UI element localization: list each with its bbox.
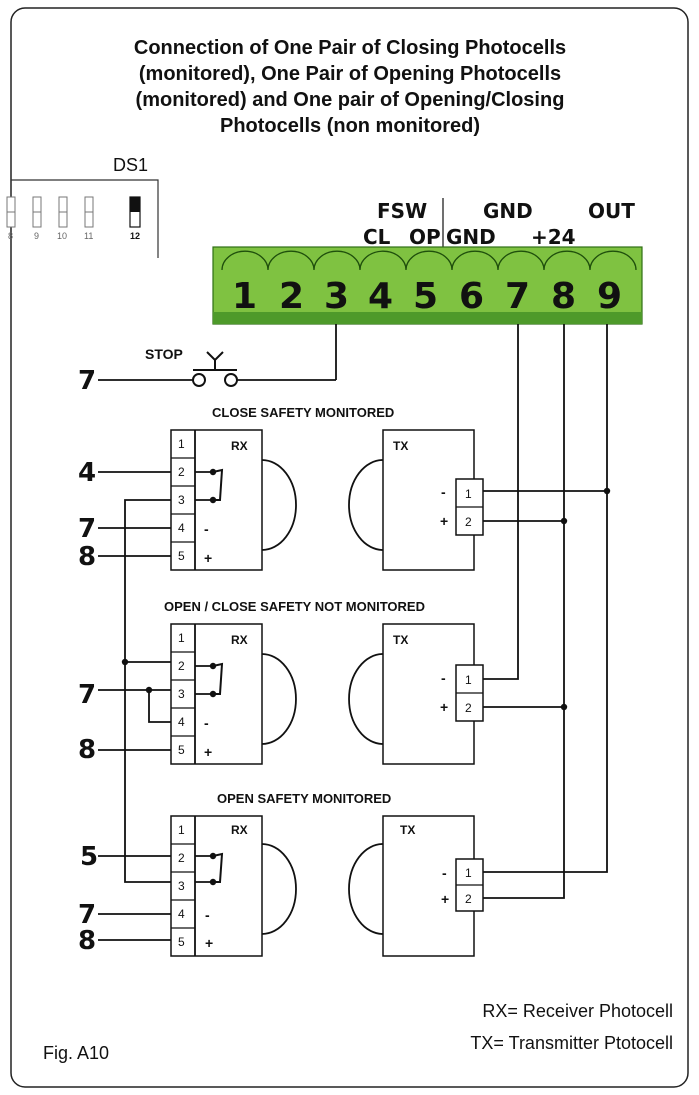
tx-close-safety: TX 1 2 - +: [348, 429, 484, 571]
terminal-6: 6: [459, 276, 484, 317]
svg-text:-: -: [441, 670, 446, 686]
svg-text:RX: RX: [231, 633, 248, 647]
svg-text:+: +: [441, 891, 449, 907]
stop-button-symbol: STOP 7: [78, 324, 337, 396]
title-line-2: (monitored), One Pair of Opening Photoce…: [139, 63, 561, 85]
svg-text:5: 5: [178, 935, 185, 949]
sec2-side-8: 8: [78, 735, 96, 765]
svg-text:3: 3: [178, 879, 185, 893]
dip-switch-11: [84, 196, 94, 228]
tx-label: TX: [393, 439, 408, 453]
label-gnd-b: GND: [446, 225, 496, 249]
svg-text:-: -: [441, 484, 446, 500]
terminal-2: 2: [279, 276, 304, 317]
svg-text:1: 1: [465, 866, 472, 880]
terminal-1: 1: [232, 276, 257, 317]
section-title-open: OPEN SAFETY MONITORED: [217, 791, 391, 806]
dip-switch-label: DS1: [113, 155, 148, 175]
svg-text:TX: TX: [400, 823, 415, 837]
dip-num-8: 8: [8, 231, 13, 241]
svg-text:3: 3: [178, 687, 185, 701]
svg-text:5: 5: [178, 743, 185, 757]
svg-text:1: 1: [465, 487, 472, 501]
dip-num-9: 9: [34, 231, 39, 241]
svg-text:+: +: [440, 513, 448, 529]
stop-side-number: 7: [78, 366, 96, 396]
section-title-close: CLOSE SAFETY MONITORED: [212, 405, 394, 420]
terminal-8: 8: [551, 276, 576, 317]
svg-text:2: 2: [465, 892, 472, 906]
rx-open-close-safety: 1 2 3 4 5 RX - +: [170, 623, 297, 765]
svg-text:-: -: [205, 907, 210, 923]
sec3-side-8: 8: [78, 926, 96, 956]
svg-text:-: -: [442, 865, 447, 881]
svg-text:4: 4: [178, 907, 185, 921]
svg-text:4: 4: [178, 521, 185, 535]
dip-num-10: 10: [57, 231, 67, 241]
svg-text:RX: RX: [231, 823, 248, 837]
svg-text:+: +: [205, 935, 213, 951]
title-line-3: (monitored) and One pair of Opening/Clos…: [136, 89, 565, 111]
tx-open-close-safety: TX 1 2 - +: [348, 623, 484, 765]
terminal-3: 3: [324, 276, 349, 317]
legend-rx: RX= Receiver Photocell: [482, 1001, 673, 1021]
terminal-9: 9: [597, 276, 622, 317]
dip-switch-10: [58, 196, 68, 228]
diagram-title: Connection of One Pair of Closing Photoc…: [134, 37, 566, 137]
svg-text:1: 1: [178, 823, 185, 837]
label-out: OUT: [588, 199, 635, 223]
sec1-side-4: 4: [78, 458, 96, 488]
rx-close-safety: 1 2 3 4 5 RX - +: [170, 429, 297, 571]
label-cl: CL: [363, 225, 391, 249]
sec3-side-7: 7: [78, 900, 96, 930]
rx-label: RX: [231, 439, 248, 453]
bus-wiring: [483, 324, 611, 899]
terminal-labels: FSW CL OP GND GND +24 OUT: [363, 198, 635, 249]
dip-switch-9: [32, 196, 42, 228]
sec1-side-7: 7: [78, 514, 96, 544]
label-gnd-a: GND: [483, 199, 533, 223]
dip-switch-12: [129, 196, 141, 228]
legend-tx: TX= Transmitter Ptotocell: [470, 1033, 673, 1053]
sec3-side-5: 5: [80, 842, 98, 872]
svg-text:4: 4: [178, 715, 185, 729]
dip-num-12: 12: [130, 231, 140, 241]
section-title-open-close: OPEN / CLOSE SAFETY NOT MONITORED: [164, 599, 425, 614]
tx-open-safety: TX 1 2 - +: [348, 815, 484, 957]
svg-text:+: +: [440, 699, 448, 715]
svg-text:5: 5: [178, 549, 185, 563]
terminal-block: 1 2 3 4 5 6 7 8 9: [212, 246, 643, 325]
label-fsw: FSW: [377, 199, 427, 223]
terminal-7: 7: [505, 276, 530, 317]
svg-text:2: 2: [178, 659, 185, 673]
dip-switch-ds1: DS1 8 9 10 11 12: [6, 155, 159, 258]
svg-text:1: 1: [178, 631, 185, 645]
svg-text:2: 2: [465, 701, 472, 715]
svg-text:2: 2: [465, 515, 472, 529]
title-line-1: Connection of One Pair of Closing Photoc…: [134, 37, 566, 59]
svg-text:2: 2: [178, 851, 185, 865]
sec2-side-7: 7: [78, 680, 96, 710]
svg-text:-: -: [204, 521, 209, 537]
terminal-5: 5: [413, 276, 438, 317]
label-plus24: +24: [531, 225, 576, 249]
sec1-side-8: 8: [78, 542, 96, 572]
svg-text:1: 1: [465, 673, 472, 687]
svg-text:+: +: [204, 550, 212, 566]
dip-num-11: 11: [84, 231, 93, 241]
terminal-4: 4: [368, 276, 393, 317]
svg-text:TX: TX: [393, 633, 408, 647]
label-op: OP: [409, 225, 441, 249]
figure-label: Fig. A10: [43, 1043, 109, 1063]
svg-text:-: -: [204, 715, 209, 731]
svg-text:+: +: [204, 744, 212, 760]
dip-switch-8: [6, 196, 16, 228]
title-line-4: Photocells (non monitored): [220, 115, 480, 137]
svg-text:3: 3: [178, 493, 185, 507]
svg-text:1: 1: [178, 437, 185, 451]
rx-open-safety: 1 2 3 4 5 RX - +: [170, 815, 297, 957]
stop-label: STOP: [145, 346, 183, 362]
svg-text:2: 2: [178, 465, 185, 479]
